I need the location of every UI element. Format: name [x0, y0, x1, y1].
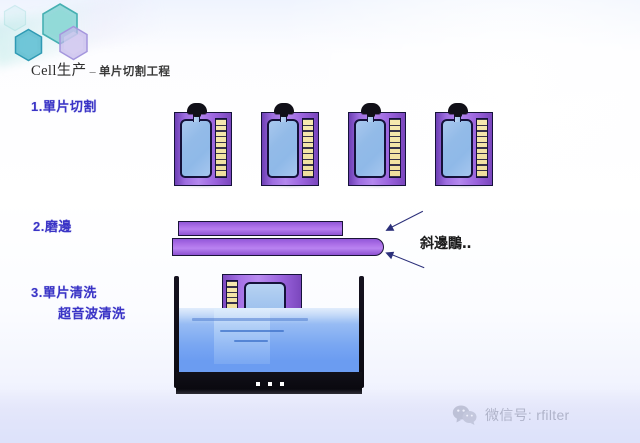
title-dash: –: [89, 64, 96, 78]
tank-cassette: [222, 274, 302, 314]
ultrasonic-transducer-dot: [256, 382, 260, 386]
grinding-bar-upper: [178, 221, 343, 236]
diagram-cleaning-tank: [174, 272, 364, 396]
title-main: Cell生产: [31, 63, 87, 79]
step-label-2: 2.磨邊: [33, 219, 72, 234]
cassette-unit: [435, 103, 493, 187]
bevel-callout-label: 斜邊鷳‥: [420, 235, 472, 251]
tank-cassette-ladder: [226, 280, 238, 310]
hexagon-decoration: [0, 0, 163, 80]
cassette-ladder: [215, 118, 227, 178]
tank-wall-left: [174, 276, 179, 388]
step-label-3: 3.單片清洗: [31, 285, 97, 300]
tank-ripple: [220, 330, 284, 332]
hexagon-icon-small-teal: [14, 28, 43, 62]
cassette-unit: [348, 103, 406, 187]
grinding-bar-lower-beveled: [172, 238, 384, 256]
cassette-ladder: [302, 118, 314, 178]
tank-wall-right: [359, 276, 364, 388]
step-label-3-sub: 超音波清洗: [58, 306, 126, 321]
ultrasonic-transducer-dot: [268, 382, 272, 386]
cassette-unit: [261, 103, 319, 187]
cassette-wafer-panel: [267, 119, 299, 178]
cassette-clip-icon: [187, 103, 207, 117]
cassette-clip-icon: [361, 103, 381, 117]
watermark-text: 微信号: rfilter: [485, 407, 570, 423]
cassette-ladder: [389, 118, 401, 178]
page-title: Cell生产–单片切割工程: [31, 59, 170, 80]
title-sub: 单片切割工程: [98, 66, 171, 78]
bevel-arrow-lower: [388, 253, 425, 269]
watermark: 微信号: rfilter: [452, 404, 570, 426]
tank-immersed-wafer: [214, 308, 270, 364]
cassette-ladder: [476, 118, 488, 178]
ultrasonic-transducer-dot: [280, 382, 284, 386]
step-label-1: 1.單片切割: [31, 99, 97, 114]
cassette-clip-icon: [274, 103, 294, 117]
hexagon-icon-faint: [3, 4, 27, 32]
cassette-wafer-panel: [441, 119, 473, 178]
wechat-icon: [452, 405, 477, 425]
cassette-unit: [174, 103, 232, 187]
cassette-wafer-panel: [354, 119, 386, 178]
cassette-clip-icon: [448, 103, 468, 117]
tank-ripple: [192, 318, 308, 321]
tank-ripple: [234, 340, 268, 342]
bevel-arrow-upper: [388, 210, 424, 229]
bevel-arrowhead-lower-icon: [383, 248, 395, 260]
cassette-wafer-panel: [180, 119, 212, 178]
hexagon-icon-lavender: [59, 25, 88, 61]
tank-cassette-wafer-panel: [244, 282, 286, 312]
